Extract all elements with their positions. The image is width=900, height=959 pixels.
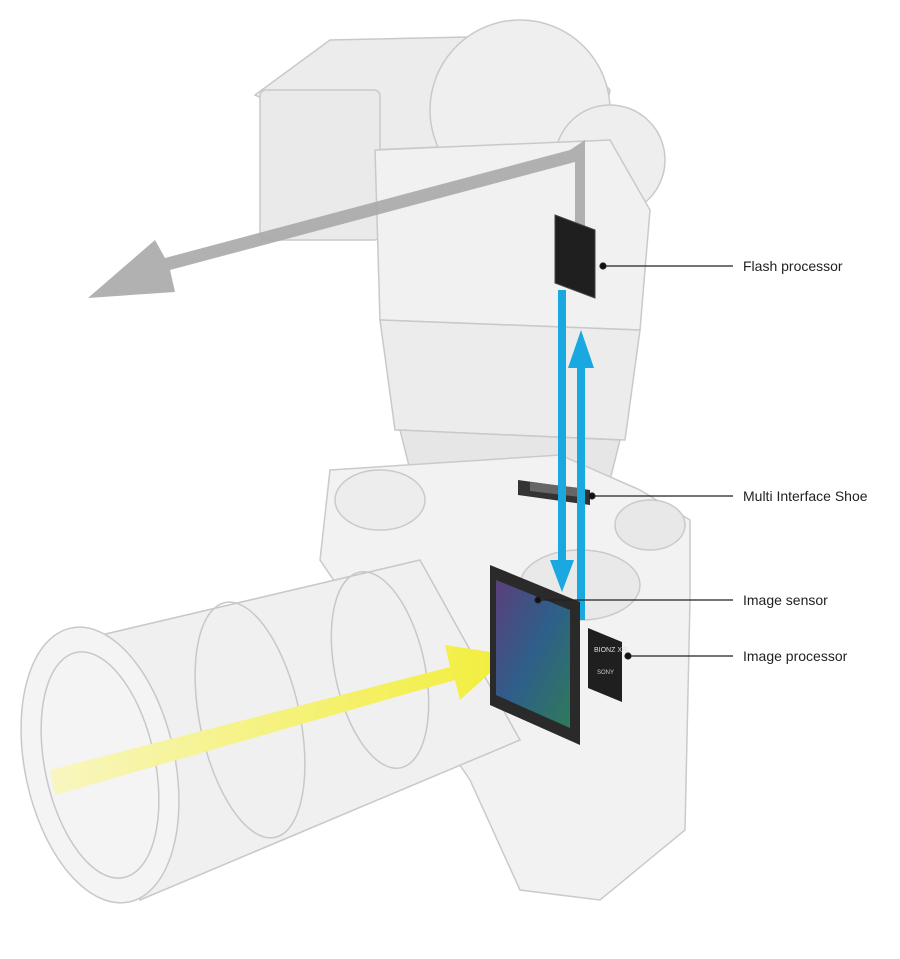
flash-processor-chip [554,214,596,299]
flash-output-arrow [88,140,585,298]
image-processor-chip [588,628,622,702]
image-sensor [490,565,580,745]
label-flash-processor: Flash processor [743,258,843,274]
lens-outline [20,559,522,904]
leader-lines [534,262,733,660]
label-multi-interface-shoe: Multi Interface Shoe [743,488,868,504]
down-arrow [550,290,574,592]
flash-unit-outline [253,19,666,481]
signal-arrows [550,290,594,620]
light-path-arrow [50,645,510,795]
up-arrow [568,330,594,620]
label-image-sensor: Image sensor [743,592,828,608]
label-image-processor: Image processor [743,648,848,664]
multi-interface-shoe [518,480,590,505]
chip-maker-text: SONY [597,670,614,676]
chip-brand-text: BIONZ XR [594,647,627,654]
